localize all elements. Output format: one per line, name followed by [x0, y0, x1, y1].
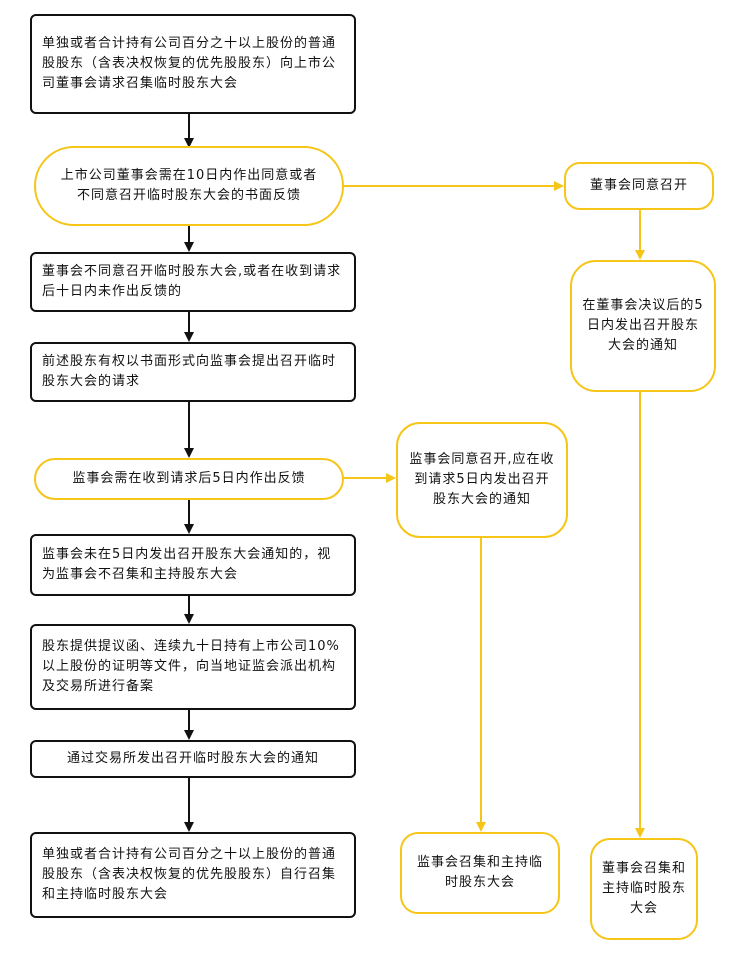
node-request-supervisors-text: 前述股东有权以书面形式向监事会提出召开临时股东大会的请求	[42, 354, 337, 389]
node-board-agree: 董事会同意召开	[564, 162, 714, 210]
node-supervisors-agree-text: 监事会同意召开,应在收到请求5日内发出召开股东大会的通知	[409, 452, 555, 507]
node-supervisors-convene-text: 监事会召集和主持临时股东大会	[416, 855, 543, 890]
node-shareholder-request: 单独或者合计持有公司百分之十以上股份的普通股股东（含表决权恢复的优先股股东）向上…	[30, 14, 356, 114]
node-self-convene: 单独或者合计持有公司百分之十以上股份的普通股股东（含表决权恢复的优先股股东）自行…	[30, 832, 356, 918]
node-supervisors-feedback: 监事会需在收到请求后5日内作出反馈	[34, 458, 344, 500]
node-shareholder-request-text: 单独或者合计持有公司百分之十以上股份的普通股股东（含表决权恢复的优先股股东）向上…	[42, 36, 337, 91]
node-supervisors-no-notice-text: 监事会未在5日内发出召开股东大会通知的，视为监事会不召集和主持股东大会	[42, 547, 332, 582]
node-board-agree-text: 董事会同意召开	[589, 178, 688, 193]
node-board-convene: 董事会召集和主持临时股东大会	[590, 838, 698, 940]
node-board-feedback: 上市公司董事会需在10日内作出同意或者不同意召开临时股东大会的书面反馈	[34, 146, 344, 226]
node-supervisors-agree: 监事会同意召开,应在收到请求5日内发出召开股东大会的通知	[396, 422, 568, 538]
node-request-supervisors: 前述股东有权以书面形式向监事会提出召开临时股东大会的请求	[30, 342, 356, 402]
node-board-disagree: 董事会不同意召开临时股东大会,或者在收到请求后十日内未作出反馈的	[30, 252, 356, 312]
node-supervisors-feedback-text: 监事会需在收到请求后5日内作出反馈	[72, 471, 306, 486]
node-exchange-notice-text: 通过交易所发出召开临时股东大会的通知	[66, 751, 319, 766]
node-board-notice-text: 在董事会决议后的5日内发出召开股东大会的通知	[582, 298, 704, 353]
node-board-convene-text: 董事会召集和主持临时股东大会	[602, 861, 687, 916]
node-supervisors-convene: 监事会召集和主持临时股东大会	[400, 832, 560, 914]
node-self-convene-text: 单独或者合计持有公司百分之十以上股份的普通股股东（含表决权恢复的优先股股东）自行…	[42, 847, 337, 902]
node-filing: 股东提供提议函、连续九十日持有上市公司10%以上股份的证明等文件，向当地证监会派…	[30, 624, 356, 710]
node-filing-text: 股东提供提议函、连续九十日持有上市公司10%以上股份的证明等文件，向当地证监会派…	[42, 639, 340, 694]
node-exchange-notice: 通过交易所发出召开临时股东大会的通知	[30, 740, 356, 778]
node-supervisors-no-notice: 监事会未在5日内发出召开股东大会通知的，视为监事会不召集和主持股东大会	[30, 534, 356, 596]
node-board-feedback-text: 上市公司董事会需在10日内作出同意或者不同意召开临时股东大会的书面反馈	[60, 168, 318, 203]
node-board-notice: 在董事会决议后的5日内发出召开股东大会的通知	[570, 260, 716, 392]
node-board-disagree-text: 董事会不同意召开临时股东大会,或者在收到请求后十日内未作出反馈的	[42, 264, 342, 299]
